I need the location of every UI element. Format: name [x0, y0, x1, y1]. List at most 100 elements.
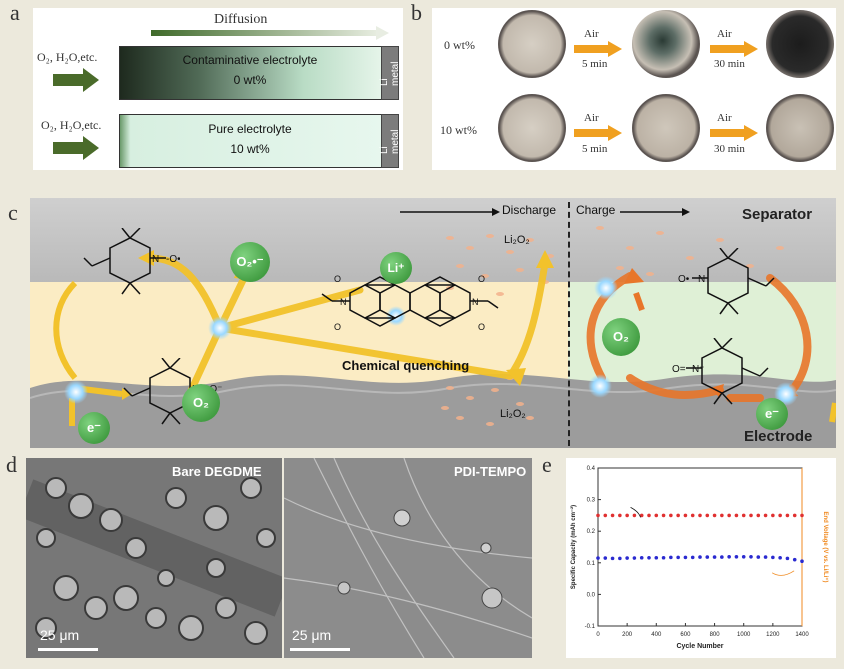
panel-a: Diffusion O₂, H₂O,etc. Contaminative ele…	[33, 8, 403, 170]
data-point	[683, 555, 688, 560]
data-point	[647, 555, 651, 560]
air-label: Air	[717, 28, 732, 40]
y2-axis-label: End Voltage (V vs. Li/Li⁺)	[822, 511, 829, 582]
o2-ball-right: O₂	[602, 318, 640, 356]
spark-icon	[386, 306, 406, 326]
svg-text:N: N	[472, 297, 479, 307]
wt-top: 0 wt%	[233, 73, 267, 87]
data-point	[756, 555, 761, 559]
electrode-label: Electrode	[744, 428, 813, 445]
data-point	[749, 554, 753, 559]
x-tick-label: 800	[710, 632, 721, 638]
data-point	[727, 513, 731, 518]
input-gases-bottom: O₂, H₂O,etc.	[41, 118, 102, 132]
data-point	[734, 554, 739, 559]
data-point	[741, 554, 746, 559]
panel-c: Discharge Charge Separator Electrode	[30, 198, 836, 448]
data-point	[720, 555, 724, 559]
data-point	[610, 513, 615, 518]
data-point	[625, 513, 629, 518]
scale-bar	[38, 648, 98, 651]
data-point	[727, 554, 731, 559]
data-point	[618, 513, 622, 518]
tempo-molecule-icon: O• N	[678, 248, 775, 315]
superoxide-ball: O₂•⁻	[230, 242, 270, 282]
svg-text:O: O	[478, 322, 485, 332]
time-label: 5 min	[582, 143, 608, 155]
svg-text:O•: O•	[678, 274, 690, 285]
data-point	[632, 513, 637, 518]
data-point	[771, 513, 775, 518]
contaminative-electrolyte-label: Contaminative electrolyte	[182, 53, 318, 67]
x-tick-label: 1400	[795, 632, 809, 638]
data-point	[705, 513, 710, 518]
li2o2-bottom-label: Li₂O₂	[500, 408, 526, 420]
diffusion-label: Diffusion	[214, 12, 268, 27]
data-point	[698, 513, 702, 518]
data-point	[785, 513, 790, 518]
data-point	[705, 555, 710, 559]
electron-ball-left: e⁻	[78, 412, 110, 444]
data-point	[603, 513, 608, 518]
cell-photo	[632, 94, 700, 162]
discharge-arrow	[400, 208, 500, 216]
plot-frame	[597, 467, 803, 627]
data-point	[749, 513, 753, 518]
panel-label-b: b	[411, 0, 422, 25]
data-point	[690, 555, 695, 560]
pdi-tempo-label: PDI-TEMPO	[454, 464, 527, 479]
y-tick-label: 0.1	[587, 561, 596, 567]
x-tick-label: 1200	[766, 632, 780, 638]
data-point	[596, 513, 600, 518]
x-tick-label: 400	[651, 632, 662, 638]
green-arrow-icon	[53, 136, 99, 160]
scale-label: 25 μm	[40, 627, 80, 643]
panel-label-d: d	[6, 452, 17, 477]
panel-label-e: e	[542, 452, 552, 477]
data-point	[596, 556, 600, 560]
li-metal-top-label: Li metal	[379, 61, 401, 86]
separator-label: Separator	[742, 206, 813, 223]
y-tick-label: -0.1	[585, 624, 596, 630]
chemical-quenching-label: Chemical quenching	[342, 358, 470, 373]
air-label: Air	[584, 112, 599, 124]
tempo-molecule-icon: N-O•	[83, 228, 180, 295]
svg-text:-O•: -O•	[166, 254, 180, 265]
data-point	[654, 513, 659, 518]
y-tick-label: 0.0	[587, 592, 596, 598]
sem-texture	[26, 458, 282, 658]
scale-bar	[290, 648, 350, 651]
panel-label-a: a	[10, 0, 20, 25]
air-label: Air	[584, 28, 599, 40]
electron-ball-right: e⁻	[756, 398, 788, 430]
data-point	[669, 555, 673, 560]
annotation-arrow-left	[630, 507, 641, 518]
svg-text:N⁺: N⁺	[692, 364, 705, 375]
tempo-molecule-icon: O=N⁺	[672, 338, 769, 405]
cell-photo	[632, 10, 700, 78]
data-point	[610, 556, 615, 561]
orange-arrow-icon	[574, 125, 622, 141]
time-label: 5 min	[582, 58, 608, 70]
data-point	[661, 513, 666, 518]
wt-row-0: 0 wt%	[444, 38, 475, 52]
data-point	[778, 555, 782, 560]
spark-icon	[64, 380, 88, 404]
data-point	[639, 555, 644, 560]
li2o2-particles-separator	[596, 226, 784, 276]
data-point	[712, 513, 717, 518]
data-point	[778, 513, 782, 518]
time-label: 30 min	[714, 58, 745, 70]
discharge-charge-divider	[568, 202, 570, 446]
input-gases-top: O₂, H₂O,etc.	[37, 50, 98, 64]
data-point	[741, 513, 746, 518]
data-point	[625, 556, 629, 560]
cell-photo	[498, 94, 566, 162]
y-tick-label: 0.4	[587, 466, 596, 472]
cell-photo	[498, 10, 566, 78]
orange-arrow-icon	[574, 41, 622, 57]
data-point	[792, 557, 797, 562]
data-point	[683, 513, 688, 518]
svg-text:N: N	[698, 274, 705, 285]
svg-text:O: O	[478, 274, 485, 284]
